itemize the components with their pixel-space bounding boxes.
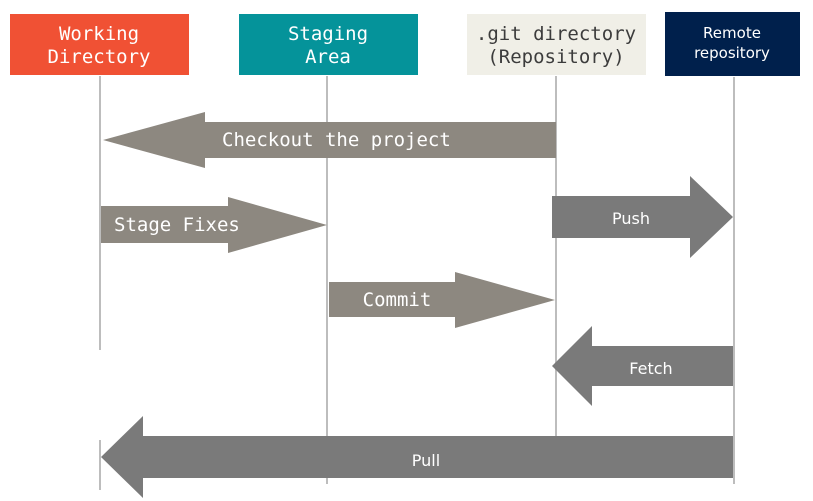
header-remote-repository: Remote repository [665, 12, 800, 76]
arrow-checkout: Checkout the project [103, 112, 556, 168]
arrow-commit-label: Commit [363, 289, 432, 311]
arrow-pull: Pull [101, 416, 733, 498]
header-working-box [10, 14, 189, 75]
arrow-checkout-label: Checkout the project [222, 129, 451, 151]
arrow-push-label: Push [612, 209, 650, 228]
header-working-line1: Working [59, 23, 139, 45]
header-repo-line2: (Repository) [487, 46, 624, 68]
header-remote-line2: repository [694, 44, 770, 62]
header-working-directory: Working Directory [10, 14, 189, 75]
header-git-directory: .git directory (Repository) [467, 14, 646, 75]
arrow-fetch-shape [552, 326, 733, 406]
header-repo-line1: .git directory [476, 23, 636, 45]
header-staging-line2: Area [305, 46, 351, 68]
header-staging-area: Staging Area [239, 14, 418, 75]
arrow-push-shape [552, 176, 733, 258]
arrow-pull-label: Pull [412, 451, 440, 470]
arrow-fetch-label: Fetch [629, 359, 672, 378]
arrow-stage-shape [101, 197, 327, 253]
arrow-commit: Commit [329, 272, 555, 328]
arrow-commit-shape [329, 272, 555, 328]
arrow-fetch: Fetch [552, 326, 733, 406]
header-remote-box [665, 12, 800, 76]
header-staging-box [239, 14, 418, 75]
arrow-stage-fixes: Stage Fixes [101, 197, 327, 253]
header-working-line2: Directory [48, 46, 151, 68]
header-staging-line1: Staging [288, 23, 368, 45]
arrow-push: Push [552, 176, 733, 258]
header-repo-box [467, 14, 646, 75]
arrow-stage-label: Stage Fixes [114, 214, 240, 236]
arrow-checkout-shape [103, 112, 556, 168]
arrow-pull-shape [101, 416, 733, 498]
header-remote-line1: Remote [703, 24, 761, 42]
